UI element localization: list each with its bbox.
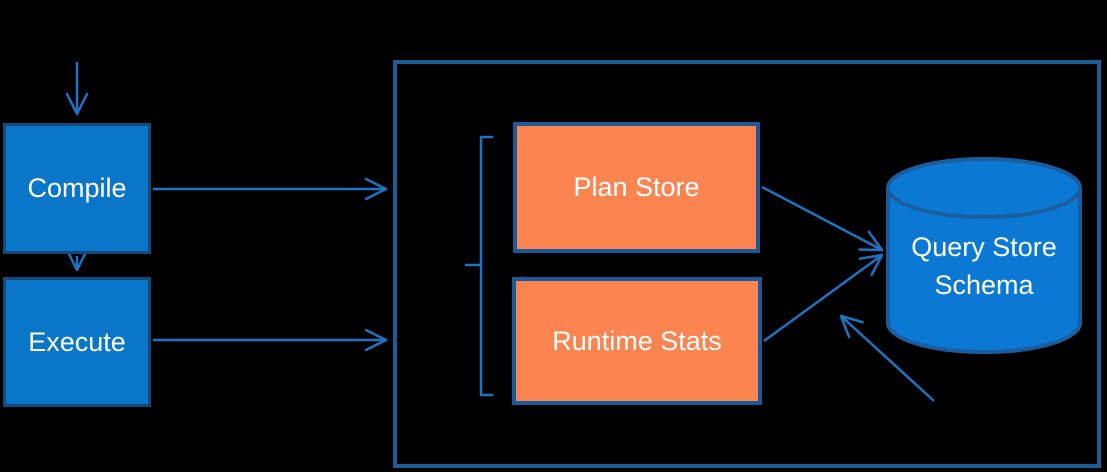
query-store-schema-label: Query Store Schema (911, 232, 1057, 300)
runtime-stats-label: Runtime Stats (552, 325, 722, 356)
database-cylinder-icon (886, 157, 1082, 354)
compile-label: Compile (27, 173, 127, 203)
cylinder-body (886, 188, 1082, 354)
plan-store-node: Plan Store (513, 122, 760, 253)
runtime-stats-node: Runtime Stats (512, 277, 762, 405)
compile-node: Compile (3, 123, 151, 254)
cylinder-top (886, 157, 1082, 219)
plan-store-label: Plan Store (573, 172, 700, 202)
stores-group-brace (464, 135, 494, 397)
arrow-runtime-stats-to-schema (763, 253, 884, 343)
query-store-boundary-box (393, 60, 1101, 468)
arrow-plan-store-to-schema (761, 185, 884, 252)
execute-node: Execute (3, 277, 151, 407)
execute-label: Execute (28, 326, 126, 357)
arrow-external-to-schema (839, 314, 935, 402)
